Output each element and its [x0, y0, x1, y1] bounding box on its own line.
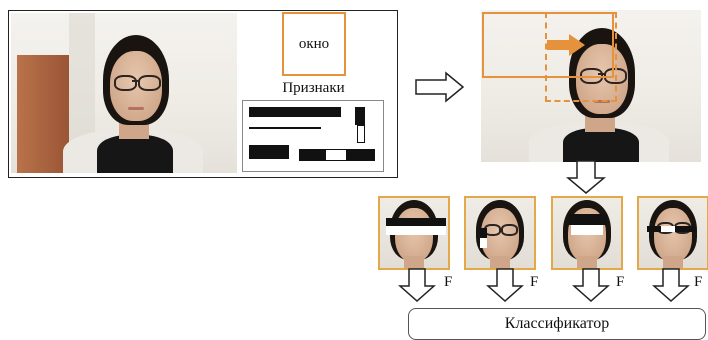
right-arrow-icon	[415, 71, 465, 103]
feature-thumbnail	[378, 196, 450, 270]
f-label: F	[444, 274, 453, 290]
scan-window-shifted	[545, 12, 617, 102]
shift-arrow-icon	[547, 34, 585, 56]
feature-thumbnail	[637, 196, 708, 270]
scan-photo	[481, 10, 701, 162]
window-box: окно	[282, 12, 346, 76]
window-label: окно	[298, 35, 330, 52]
feature-thumbnail	[551, 196, 623, 270]
feature-bar	[347, 149, 375, 161]
down-arrow-icon	[566, 160, 606, 194]
down-arrow-icon	[398, 268, 436, 302]
feature-bar-white	[325, 149, 347, 161]
feature-bar	[299, 149, 325, 161]
feature-bar	[355, 107, 365, 125]
features-title: Признаки	[282, 80, 345, 96]
down-arrow-icon	[486, 268, 524, 302]
feature-bar	[249, 107, 341, 117]
feature-bar-outline	[357, 125, 365, 143]
f-label: F	[530, 274, 539, 290]
f-label: F	[616, 274, 625, 290]
source-photo	[11, 13, 237, 173]
down-arrow-icon	[572, 268, 610, 302]
down-arrow-icon	[652, 268, 690, 302]
feature-bar	[249, 145, 289, 159]
classifier-box: Классификатор	[408, 308, 706, 340]
feature-bar	[249, 127, 321, 129]
feature-thumbnail	[464, 196, 536, 270]
f-label: F	[694, 274, 703, 290]
features-box	[242, 100, 384, 172]
